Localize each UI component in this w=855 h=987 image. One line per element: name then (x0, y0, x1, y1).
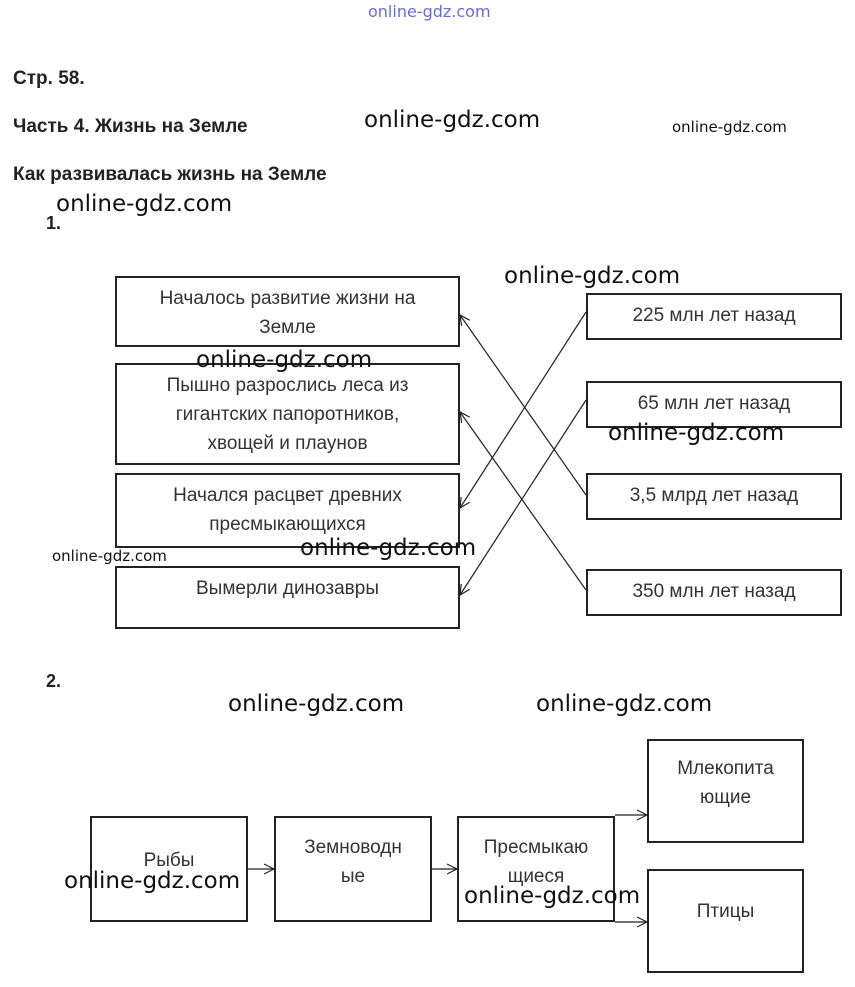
watermark: online-gdz.com (536, 691, 713, 717)
match-arrow (460, 315, 587, 496)
watermark: online-gdz.com (196, 347, 373, 373)
match-arrow (460, 311, 587, 508)
task2-number: 2. (46, 671, 62, 691)
time-box-3-5-bln: 3,5 млрд лет назад (586, 473, 842, 520)
chain-box-fish: Рыбы (90, 816, 248, 922)
watermark-top: online-gdz.com (368, 2, 491, 21)
page-reference: Стр. 58. (13, 68, 85, 89)
event-box-reptiles: Начался расцвет древних пресмыкающихся (115, 473, 460, 548)
event-box-forests: Пышно разрослись леса из гигантских папо… (115, 363, 460, 465)
watermark: online-gdz.com (56, 191, 233, 217)
watermark: online-gdz.com (504, 263, 681, 289)
watermark: online-gdz.com (52, 547, 167, 565)
watermark: online-gdz.com (64, 868, 241, 894)
event-box-life-start: Началось развитие жизни на Земле (115, 276, 460, 347)
watermark: online-gdz.com (300, 535, 477, 561)
watermark: online-gdz.com (228, 691, 405, 717)
watermark: online-gdz.com (672, 118, 787, 136)
time-box-225: 225 млн лет назад (586, 293, 842, 340)
chain-box-reptiles: Пресмыкаю щиеся (457, 816, 615, 922)
event-box-dinosaurs: Вымерли динозавры (115, 566, 460, 629)
match-arrow (460, 399, 587, 595)
branch-box-mammals: Млекопита ющие (647, 739, 804, 843)
watermark: online-gdz.com (608, 420, 785, 446)
watermark: online-gdz.com (464, 883, 641, 909)
time-box-65: 65 млн лет назад (586, 381, 842, 428)
chain-box-amphibians: Земноводн ые (274, 816, 432, 922)
branch-box-birds: Птицы (647, 869, 804, 973)
time-box-350: 350 млн лет назад (586, 569, 842, 616)
part-title: Часть 4. Жизнь на Земле (13, 116, 248, 137)
task1-number: 1. (46, 213, 62, 233)
watermark: online-gdz.com (364, 107, 541, 133)
topic-title: Как развивалась жизнь на Земле (13, 164, 327, 185)
match-arrow (460, 412, 587, 591)
